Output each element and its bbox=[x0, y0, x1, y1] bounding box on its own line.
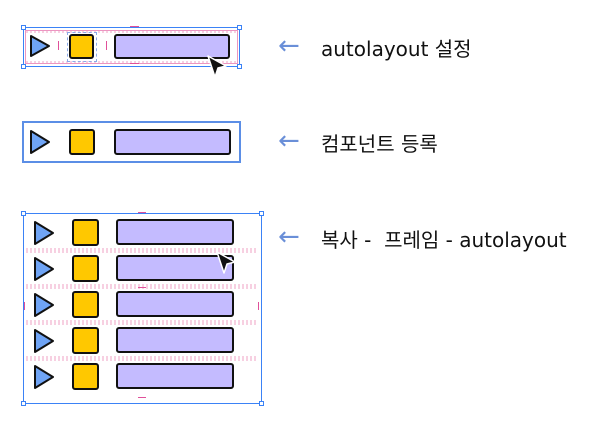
padding-hatch bbox=[26, 31, 237, 33]
cursor-icon bbox=[216, 251, 236, 274]
yellow-square-icon bbox=[72, 291, 99, 318]
purple-bar-icon bbox=[116, 219, 234, 245]
item-spacing bbox=[26, 248, 258, 253]
item-spacing bbox=[26, 320, 258, 325]
purple-bar-icon bbox=[114, 129, 231, 155]
yellow-square-icon bbox=[72, 327, 99, 354]
arrow-left-icon: ← bbox=[278, 126, 300, 156]
resize-handle-br[interactable] bbox=[237, 64, 242, 69]
resize-handle-tl[interactable] bbox=[21, 211, 26, 216]
purple-bar-icon bbox=[116, 255, 234, 281]
spacing-tick bbox=[106, 41, 107, 50]
resize-handle-tl[interactable] bbox=[21, 25, 26, 30]
resize-handle-bl[interactable] bbox=[21, 401, 26, 406]
yellow-square-icon bbox=[72, 255, 99, 282]
component-frame[interactable] bbox=[22, 121, 241, 163]
spacing-tick bbox=[130, 26, 139, 27]
arrow-left-icon: ← bbox=[278, 31, 300, 61]
yellow-square-icon bbox=[72, 219, 99, 246]
play-triangle-icon bbox=[34, 329, 54, 353]
play-triangle-icon bbox=[34, 293, 54, 317]
resize-handle-tr[interactable] bbox=[259, 211, 264, 216]
yellow-square-icon bbox=[69, 129, 95, 155]
play-triangle-icon bbox=[34, 221, 54, 245]
spacing-tick bbox=[138, 287, 146, 288]
spacing-tick bbox=[138, 397, 146, 398]
play-triangle-icon bbox=[34, 365, 54, 389]
cursor-icon bbox=[207, 55, 227, 78]
autolayout-frame[interactable] bbox=[23, 27, 240, 67]
row-label-copy: 복사 - 프레임 - autolayout bbox=[321, 228, 567, 252]
square-selection-outline bbox=[67, 32, 97, 62]
spacing-tick bbox=[138, 212, 146, 213]
play-triangle-icon bbox=[30, 35, 50, 57]
purple-bar-icon bbox=[114, 34, 230, 59]
purple-bar-icon bbox=[116, 363, 234, 389]
item-spacing bbox=[26, 356, 258, 361]
spacing-tick bbox=[130, 63, 139, 64]
resize-handle-br[interactable] bbox=[259, 401, 264, 406]
copy-frame[interactable] bbox=[23, 213, 262, 404]
resize-handle-bl[interactable] bbox=[21, 64, 26, 69]
row-label-component: 컴포넌트 등록 bbox=[321, 132, 438, 156]
resize-handle-tr[interactable] bbox=[237, 25, 242, 30]
purple-bar-icon bbox=[116, 291, 234, 317]
spacing-tick bbox=[24, 302, 25, 310]
arrow-left-icon: ← bbox=[278, 222, 300, 252]
row-label-autolayout: autolayout 설정 bbox=[321, 37, 472, 61]
spacing-tick bbox=[58, 41, 59, 50]
yellow-square-icon bbox=[72, 363, 99, 390]
spacing-tick bbox=[258, 302, 259, 310]
yellow-square-icon bbox=[69, 34, 94, 59]
item-spacing bbox=[26, 284, 258, 289]
purple-bar-icon bbox=[116, 327, 234, 353]
play-triangle-icon bbox=[30, 130, 50, 154]
padding-hatch bbox=[26, 61, 237, 63]
play-triangle-icon bbox=[34, 257, 54, 281]
